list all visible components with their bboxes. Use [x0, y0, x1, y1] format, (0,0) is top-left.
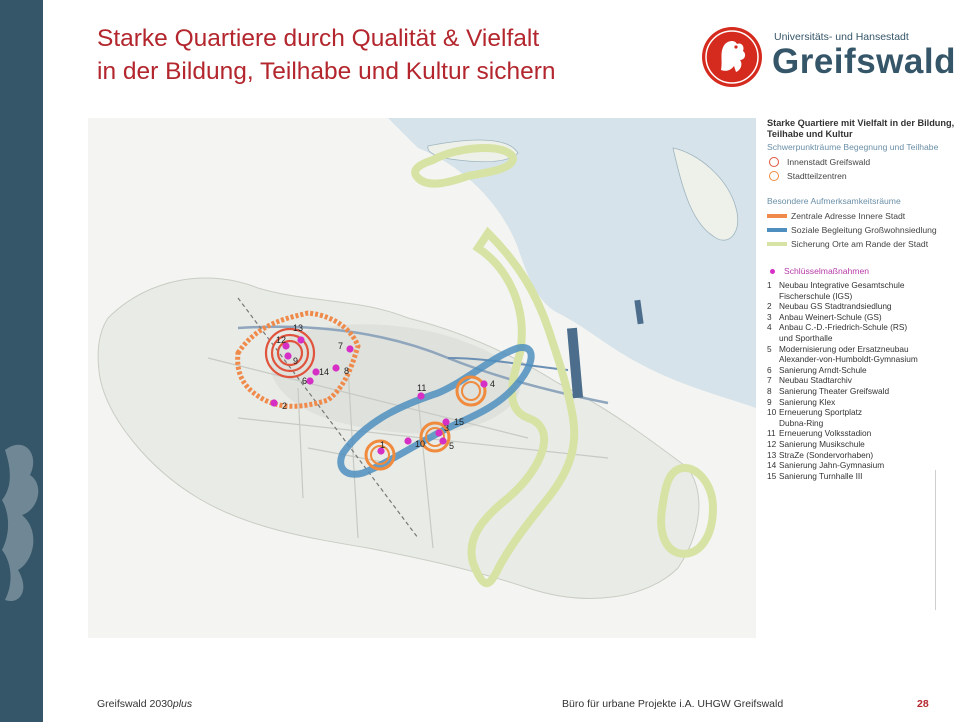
- measure-marker-label-15: 15: [454, 417, 464, 427]
- measure-marker-7: [346, 345, 354, 353]
- measure-marker-11: [417, 392, 425, 400]
- measure-marker-label-13: 13: [293, 323, 303, 333]
- legend-key-measures: Schlüsselmaßnahmen: [767, 264, 955, 278]
- hatch-bar-icon: [767, 214, 787, 218]
- bar-icon: [767, 228, 787, 232]
- sidebar-band: [0, 0, 43, 722]
- measure-marker-label-9: 9: [293, 356, 298, 366]
- footer-project: Greifswald 2030plus: [97, 698, 193, 710]
- legend-area-sicherung-orte: Sicherung Orte am Rande der Stadt: [767, 237, 955, 251]
- measure-marker-2: [270, 399, 278, 407]
- measure-marker-label-12: 12: [276, 335, 286, 345]
- measure-marker-12: [282, 342, 290, 350]
- page-number: 28: [917, 698, 929, 710]
- measure-marker-label-10: 10: [415, 439, 425, 449]
- map-legend: Starke Quartiere mit Vielfalt in der Bil…: [767, 118, 955, 481]
- griffin-watermark-icon: [2, 444, 39, 601]
- measure-marker-9: [284, 352, 292, 360]
- measure-marker-label-2: 2: [282, 401, 287, 411]
- legend-area-soziale-begleitung: Soziale Begleitung Großwohnsiedlung: [767, 223, 955, 237]
- measure-marker-label-1: 1: [380, 440, 385, 450]
- measure-marker-5: [439, 437, 447, 445]
- ring-icon: [768, 157, 779, 167]
- legend-ring-stadtteilzentren: Stadtteilzentren: [767, 169, 955, 183]
- measure-marker-6: [306, 377, 314, 385]
- bar-icon: [767, 242, 787, 246]
- legend-ring-innenstadt: Innenstadt Greifswald: [767, 155, 955, 169]
- logo-subtitle: Universitäts- und Hansestadt: [774, 31, 909, 43]
- measure-marker-10: [404, 437, 412, 445]
- measure-marker-label-7: 7: [338, 341, 343, 351]
- measure-marker-label-11: 11: [417, 383, 426, 393]
- measure-marker-3: [435, 429, 443, 437]
- legend-area-zentrale-adresse: Zentrale Adresse Innere Stadt: [767, 209, 955, 223]
- logo-wordmark: Greifswald: [772, 42, 955, 81]
- ring-icon: [768, 171, 779, 181]
- measure-marker-label-5: 5: [449, 441, 454, 451]
- measure-marker-label-8: 8: [344, 366, 349, 376]
- title-line-2: in der Bildung, Teilhabe und Kultur sich…: [97, 58, 556, 85]
- measure-marker-label-3: 3: [444, 423, 449, 433]
- measure-marker-1: [377, 447, 385, 455]
- legend-section-focus: Schwerpunkträume Begegnung und Teilhabe: [767, 142, 939, 152]
- greifswald-seal-icon: [702, 27, 762, 87]
- measure-marker-14: [312, 368, 320, 376]
- legend-section-attention: Besondere Aufmerksamkeitsräume: [767, 196, 901, 206]
- measure-marker-label-6: 6: [302, 376, 307, 386]
- page-title: Starke Quartiere durch Qualität & Vielfa…: [97, 22, 687, 88]
- measure-marker-13: [297, 336, 305, 344]
- measure-marker-label-14: 14: [319, 367, 329, 377]
- legend-title: Starke Quartiere mit Vielfalt in der Bil…: [767, 118, 955, 139]
- footer-credit: Büro für urbane Projekte i.A. UHGW Greif…: [562, 698, 784, 710]
- divider-line: [935, 470, 936, 610]
- marker-dot-icon: [770, 268, 775, 274]
- measure-marker-8: [332, 364, 340, 372]
- title-line-1: Starke Quartiere durch Qualität & Vielfa…: [97, 25, 540, 52]
- measure-marker-4: [480, 380, 488, 388]
- measure-marker-label-4: 4: [490, 379, 495, 389]
- measure-marker-15: [442, 418, 450, 426]
